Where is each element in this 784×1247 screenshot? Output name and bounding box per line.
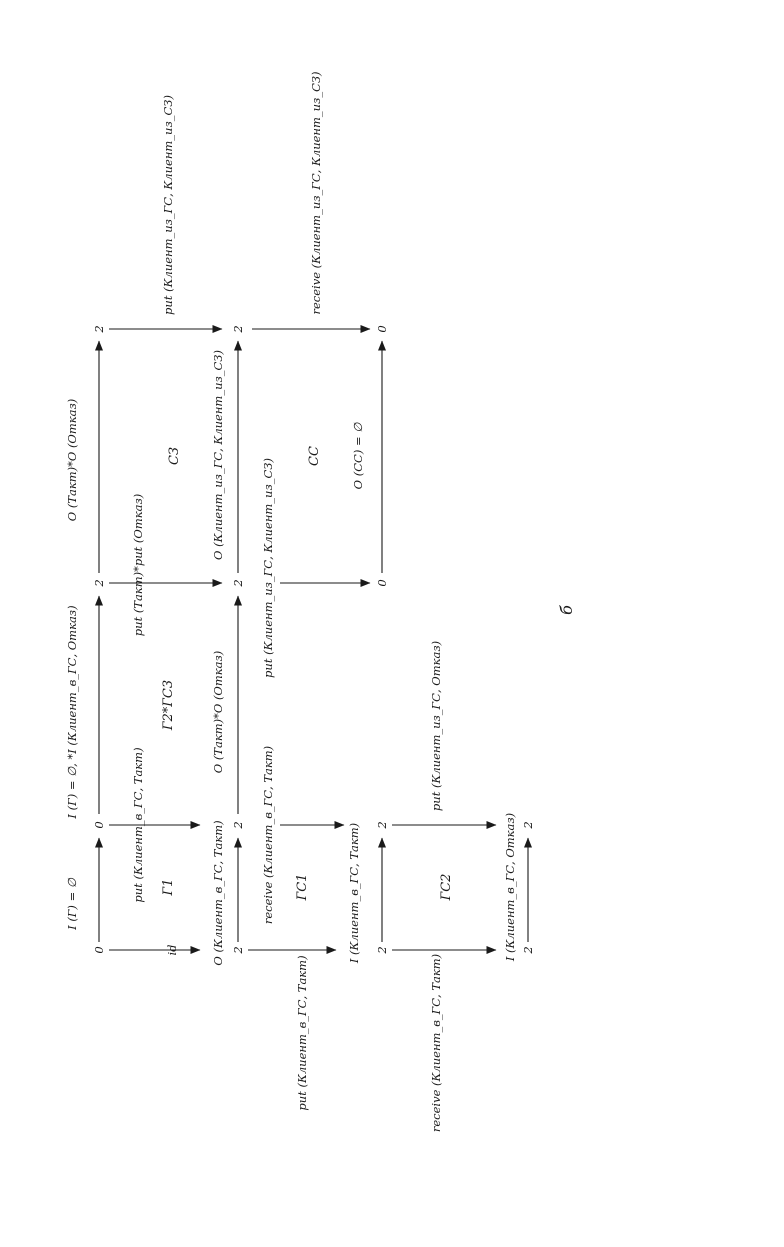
node-0-a: 0 <box>92 946 106 953</box>
node-0-b: 0 <box>92 821 106 828</box>
node-2-a: 2 <box>92 579 106 587</box>
label-sz: СЗ <box>167 447 182 465</box>
label-o-in-tact: O (Клиент_в_ГС, Такт) <box>211 820 225 965</box>
node-r2-2-d: 2 <box>231 325 245 333</box>
label-g2-gs3: Г2*ГС3 <box>161 680 176 731</box>
label-receive-out: receive (Клиент_из_ГС, Клиент_из_СЗ) <box>309 71 323 314</box>
label-o-ss-empty: O (СС) = ∅ <box>351 422 365 490</box>
node-r2-2-c: 2 <box>231 579 245 587</box>
label-gs2: ГС2 <box>439 874 454 902</box>
label-o-out: O (Клиент_из_ГС, Клиент_из_СЗ) <box>211 350 225 560</box>
label-put-tact-refuse: put (Такт)*put (Отказ) <box>131 494 145 636</box>
node-r4-2-a: 2 <box>521 946 535 954</box>
node-r2-2-a: 2 <box>231 946 245 954</box>
label-put-in-tact: put (Клиент_в_ГС, Такт) <box>131 747 145 902</box>
node-r2-2-b: 2 <box>231 821 245 829</box>
header-input-empty: I (Г) = ∅ <box>65 877 79 931</box>
node-r3-2-b: 2 <box>375 821 389 829</box>
label-i-in-refuse: I (Клиент_в_ГС, Отказ) <box>503 813 517 962</box>
node-r3-0-a: 0 <box>375 579 389 586</box>
node-r4-2-b: 2 <box>521 821 535 829</box>
label-put-out-mid: put (Клиент_из_ГС, Клиент_из_СЗ) <box>261 458 275 678</box>
label-i-in-tact: I (Клиент_в_ГС, Такт) <box>347 823 361 964</box>
label-receive-in-tact-left: receive (Клиент_в_ГС, Такт) <box>429 954 443 1132</box>
figure-caption: б <box>557 605 576 615</box>
label-o-tact-refuse: O (Такт)*O (Отказ) <box>211 651 225 774</box>
label-gs1: ГС1 <box>295 874 310 902</box>
label-id: id <box>165 944 179 955</box>
label-put-out-top: put (Клиент_из_ГС, Клиент_из_СЗ) <box>161 95 175 315</box>
label-ss: СС <box>307 446 322 466</box>
label-receive-in-tact: receive (Клиент_в_ГС, Такт) <box>261 746 275 924</box>
label-put-out-refuse: put (Клиент_из_ГС, Отказ) <box>429 641 443 811</box>
node-2-b: 2 <box>92 325 106 333</box>
header-input-empty-refuse: I (Г) = ∅, *I (Клиент_в_ГС, Отказ) <box>65 605 79 819</box>
header-output-tact-refuse: O (Такт)*O (Отказ) <box>65 399 79 522</box>
node-r3-2-a: 2 <box>375 946 389 954</box>
label-put-in-tact-left: put (Клиент_в_ГС, Такт) <box>295 955 309 1110</box>
label-g1: Г1 <box>161 879 176 897</box>
node-r3-0-b: 0 <box>375 325 389 332</box>
